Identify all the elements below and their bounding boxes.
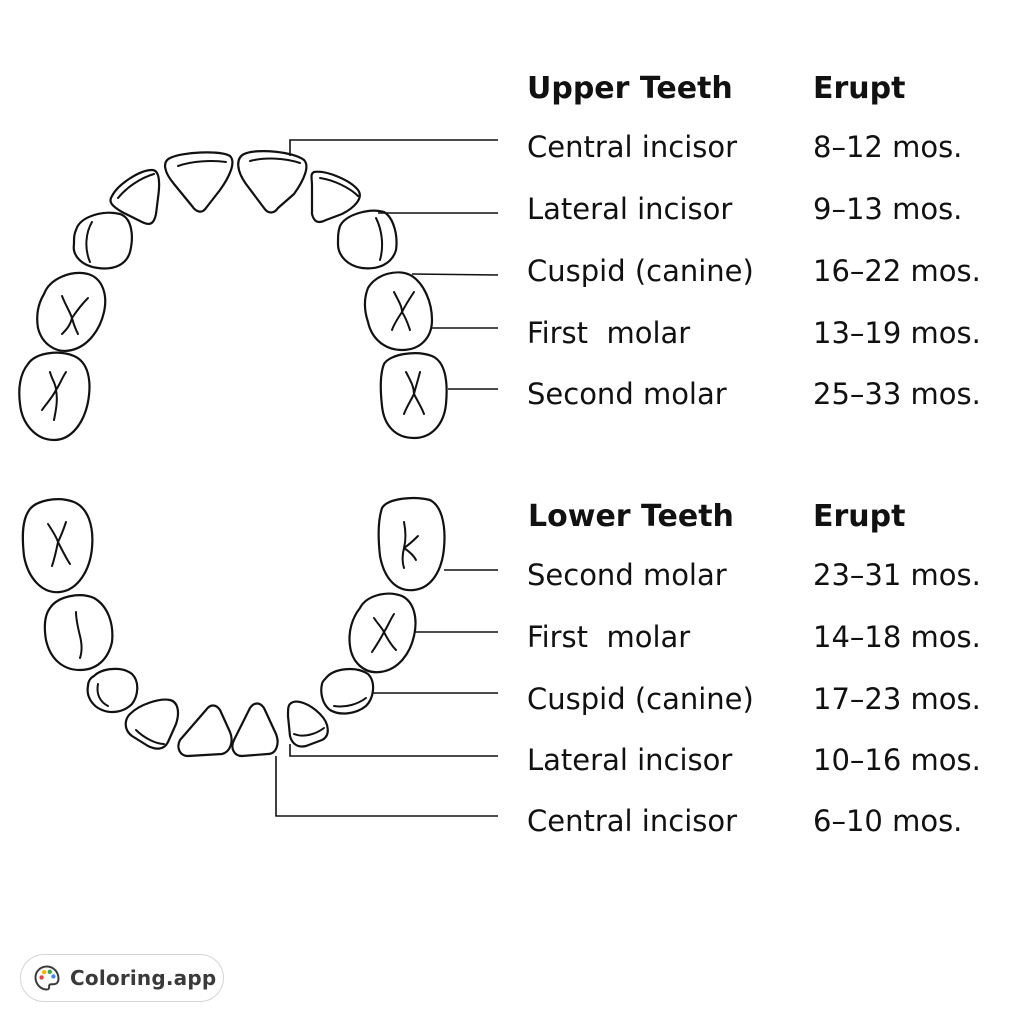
lower-tooth-name: First molar — [527, 620, 690, 654]
lower-tooth-name: Central incisor — [527, 804, 737, 838]
lower-left-second-molar — [21, 498, 94, 594]
leader-upper-central-incisor — [289, 139, 498, 156]
upper-tooth-name: Lateral incisor — [527, 192, 732, 226]
palette-dot — [47, 969, 52, 974]
lower-erupt-age: 10–16 mos. — [813, 743, 981, 777]
lower-leader-lines — [275, 569, 498, 817]
lower-erupt-age: 17–23 mos. — [813, 682, 981, 716]
upper-erupt-heading: Erupt — [813, 71, 905, 106]
upper-tooth-name: Cuspid (canine) — [527, 254, 754, 288]
lower-teeth-heading: Lower Teeth — [528, 499, 734, 534]
lower-erupt-heading: Erupt — [813, 499, 905, 534]
lower-left-central-incisor — [177, 704, 233, 758]
upper-erupt-age: 16–22 mos. — [813, 254, 981, 288]
upper-teeth-table: Upper Teeth Erupt Central incisor 8–12 m… — [527, 71, 981, 411]
lower-left-cuspid — [86, 667, 139, 714]
upper-right-lateral-incisor — [310, 170, 361, 224]
palette-dot — [42, 970, 47, 975]
palette-dot — [51, 974, 56, 979]
lower-arch — [21, 497, 446, 758]
brand-name: Coloring.app — [70, 966, 217, 990]
upper-left-first-molar — [36, 271, 107, 352]
upper-teeth-heading: Upper Teeth — [527, 71, 733, 106]
lower-tooth-name: Cuspid (canine) — [527, 682, 754, 716]
lower-right-first-molar — [348, 592, 417, 674]
lower-erupt-age: 6–10 mos. — [813, 804, 962, 838]
upper-right-second-molar — [379, 352, 448, 440]
lower-left-lateral-incisor — [124, 698, 180, 750]
lower-teeth-table: Lower Teeth Erupt Second molar 23–31 mos… — [527, 499, 981, 838]
leader-lower-central-incisor — [275, 756, 498, 817]
upper-right-central-incisor — [237, 150, 308, 214]
palette-dot — [39, 975, 44, 980]
upper-erupt-age: 8–12 mos. — [813, 130, 962, 164]
lower-tooth-name: Second molar — [527, 558, 727, 592]
upper-left-lateral-incisor — [109, 168, 161, 225]
lower-right-central-incisor — [231, 702, 279, 758]
lower-right-cuspid — [320, 668, 375, 715]
upper-left-cuspid — [72, 211, 133, 270]
palette-icon — [34, 965, 60, 991]
upper-left-central-incisor — [164, 151, 234, 213]
lower-left-first-molar — [43, 594, 114, 672]
upper-left-second-molar — [18, 351, 91, 442]
upper-arch — [18, 150, 448, 442]
coloring-app-badge[interactable]: Coloring.app — [20, 954, 224, 1002]
lower-erupt-age: 14–18 mos. — [813, 620, 981, 654]
lower-erupt-age: 23–31 mos. — [813, 558, 981, 592]
upper-leader-lines — [289, 139, 499, 390]
upper-erupt-age: 25–33 mos. — [813, 377, 981, 411]
lower-right-second-molar — [377, 497, 446, 592]
leader-upper-cuspid — [411, 273, 499, 276]
upper-tooth-name: Second molar — [527, 377, 727, 411]
lower-right-lateral-incisor — [286, 700, 329, 748]
upper-tooth-name: Central incisor — [527, 130, 737, 164]
leader-lower-lateral-incisor — [289, 744, 498, 757]
upper-right-cuspid — [336, 209, 398, 270]
lower-tooth-name: Lateral incisor — [527, 743, 732, 777]
upper-erupt-age: 13–19 mos. — [813, 316, 981, 350]
upper-tooth-name: First molar — [527, 316, 690, 350]
upper-right-first-molar — [363, 271, 434, 352]
upper-erupt-age: 9–13 mos. — [813, 192, 962, 226]
